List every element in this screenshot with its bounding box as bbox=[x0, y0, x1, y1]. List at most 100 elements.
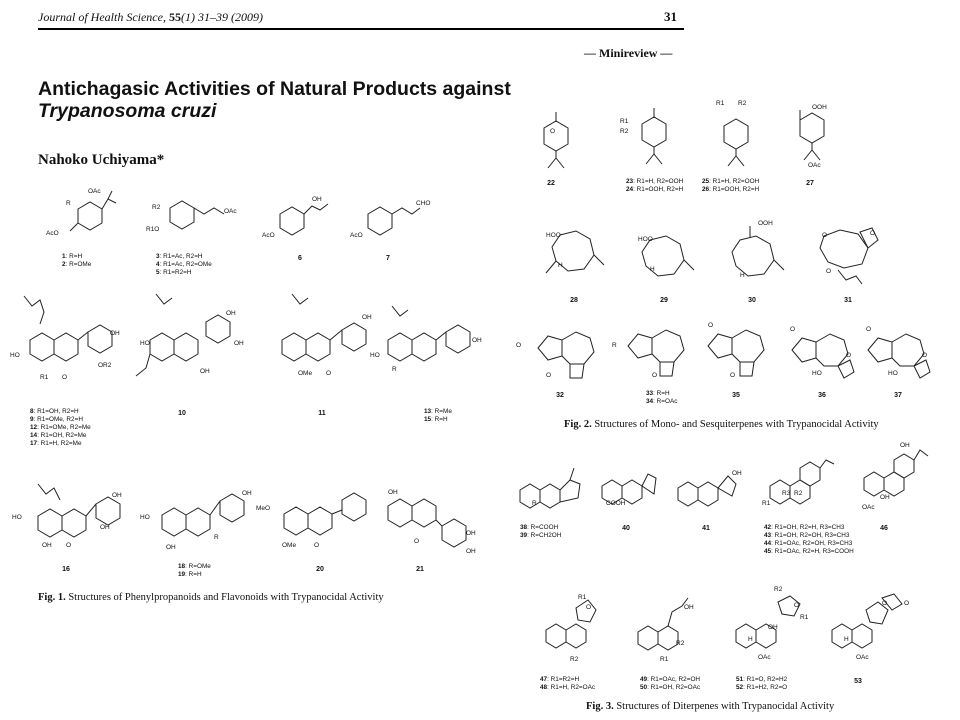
atom-aco-7: AcO bbox=[350, 232, 363, 239]
article-title: Antichagasic Activities of Natural Produ… bbox=[38, 78, 511, 122]
atom-o-31b: O bbox=[870, 230, 876, 237]
label-18-19: 18: R=OMe 19: R=H bbox=[178, 563, 211, 578]
figure-2-caption: Fig. 2. Structures of Mono- and Sesquite… bbox=[564, 419, 879, 430]
label-30: 30 bbox=[748, 297, 756, 304]
structure-53 bbox=[831, 593, 903, 649]
atom-cooh-40: COOH bbox=[606, 500, 626, 507]
figure-1-caption: Fig. 1. Structures of Phenylpropanoids a… bbox=[38, 592, 384, 603]
label-33-34: 33: R=H 34: R=OAc bbox=[646, 390, 678, 405]
structure-22 bbox=[543, 112, 569, 169]
atom-ome-11: OMe bbox=[298, 370, 313, 377]
label-13-15: 13: R=Me 15: R=H bbox=[424, 408, 452, 423]
figure-1-caption-text: Structures of Phenylpropanoids and Flavo… bbox=[68, 592, 384, 603]
atom-h-53: H bbox=[844, 636, 849, 643]
atom-oh-18b: OH bbox=[166, 544, 176, 551]
atom-r1-42: R1 bbox=[762, 500, 771, 507]
journal-volume: 55 bbox=[168, 10, 181, 24]
atom-meo-20: MeO bbox=[256, 505, 271, 512]
structure-49 bbox=[637, 597, 689, 651]
label-22: 22 bbox=[547, 180, 555, 187]
figure-3-caption-text: Structures of Diterpenes with Trypanocid… bbox=[616, 701, 835, 712]
atom-r3-42: R3 bbox=[782, 490, 791, 497]
atom-o-36b: O bbox=[846, 352, 852, 359]
figure-1-label: Fig. 1. bbox=[38, 592, 66, 603]
structure-35 bbox=[707, 329, 765, 377]
atom-o-33: O bbox=[652, 372, 658, 379]
atom-o-36a: O bbox=[790, 326, 796, 333]
atom-oh-16b: OH bbox=[100, 524, 110, 531]
label-42-45: 42: R1=OH, R2=H, R3=CH3 43: R1=OH, R2=OH… bbox=[764, 524, 854, 555]
label-21: 21 bbox=[416, 566, 424, 573]
atom-ho-18: HO bbox=[140, 514, 150, 521]
label-51-52: 51: R1=O, R2=H2 52: R1=H2, R2=O bbox=[736, 676, 788, 691]
structure-16 bbox=[37, 483, 121, 538]
figure-2-label: Fig. 2. bbox=[564, 419, 592, 430]
atom-oh-21: OH bbox=[388, 489, 398, 496]
label-8-17: 8: R1=OH, R2=H 9: R1=OMe, R2=H 12: R1=OM… bbox=[30, 408, 91, 447]
label-25-26: 25: R1=H, R2=OOH 26: R1=OOH, R2=H bbox=[702, 178, 760, 193]
label-37: 37 bbox=[894, 392, 902, 399]
atom-ho-8: HO bbox=[10, 352, 20, 359]
figure-2-caption-text: Structures of Mono- and Sesquiterpenes w… bbox=[594, 419, 879, 430]
atom-o-20: O bbox=[314, 542, 320, 549]
atom-r1-47: R1 bbox=[578, 594, 587, 601]
label-6: 6 bbox=[298, 255, 302, 262]
atom-oh-49: OH bbox=[684, 604, 694, 611]
atom-r1o: R1O bbox=[146, 226, 160, 233]
atom-r2-49: R2 bbox=[676, 640, 685, 647]
figure-3-caption: Fig. 3. Structures of Diterpenes with Tr… bbox=[586, 701, 834, 712]
structure-33 bbox=[627, 329, 685, 377]
atom-o-51: O bbox=[794, 602, 800, 609]
atom-o-8: O bbox=[62, 374, 68, 381]
structure-23 bbox=[641, 108, 667, 165]
label-47-48: 47: R1=R2=H 48: R1=H, R2=OAc bbox=[540, 676, 596, 691]
atom-r1-8: R1 bbox=[40, 374, 49, 381]
structure-20 bbox=[283, 492, 367, 536]
structure-1 bbox=[69, 190, 117, 232]
atom-o-35a: O bbox=[708, 322, 714, 329]
atom-aco-6: AcO bbox=[262, 232, 275, 239]
atom-ho-10: HO bbox=[140, 340, 150, 347]
atom-o-11: O bbox=[326, 370, 332, 377]
atom-oh-10a: OH bbox=[226, 310, 236, 317]
section-tag: — Minireview — bbox=[584, 46, 673, 60]
atom-o-37b: O bbox=[922, 352, 928, 359]
structure-7 bbox=[367, 206, 421, 236]
atom-cho: CHO bbox=[416, 200, 431, 207]
structure-21 bbox=[387, 498, 467, 548]
structure-31 bbox=[819, 227, 879, 285]
atom-r1-23: R1 bbox=[620, 118, 629, 125]
label-23-24: 23: R1=H, R2=OOH 24: R1=OOH, R2=H bbox=[626, 178, 684, 193]
atom-ho-13: HO bbox=[370, 352, 380, 359]
atom-oh-6: OH bbox=[312, 196, 322, 203]
structure-46 bbox=[863, 449, 929, 497]
structure-30 bbox=[731, 226, 785, 277]
page-number: 31 bbox=[664, 9, 677, 24]
structure-10 bbox=[135, 293, 231, 377]
atom-r1-25: R1 bbox=[716, 100, 725, 107]
atom-hoo-29: HOO bbox=[638, 236, 653, 243]
label-31: 31 bbox=[844, 297, 852, 304]
label-11: 11 bbox=[318, 410, 326, 417]
structure-8 bbox=[23, 295, 113, 362]
atom-ooh-30: OOH bbox=[758, 220, 773, 227]
label-3-5: 3: R1=Ac, R2=H 4: R1=Ac, R2=OMe 5: R1=R2… bbox=[156, 253, 212, 276]
structure-29 bbox=[641, 235, 695, 277]
label-7: 7 bbox=[386, 255, 390, 262]
atom-r2-23: R2 bbox=[620, 128, 629, 135]
structure-25 bbox=[723, 118, 749, 167]
journal-name: Journal of Health Science, bbox=[38, 10, 166, 24]
atom-oac-53: OAc bbox=[856, 654, 869, 661]
label-28: 28 bbox=[570, 297, 578, 304]
label-29: 29 bbox=[660, 297, 668, 304]
journal-issue-pages: (1) 31–39 (2009) bbox=[180, 10, 263, 24]
atom-ho-16: HO bbox=[12, 514, 22, 521]
atom-oac-51: OAc bbox=[758, 654, 771, 661]
structure-38 bbox=[519, 467, 581, 509]
atom-o-16: O bbox=[66, 542, 72, 549]
atom-oh-10c: OH bbox=[200, 368, 210, 375]
atom-oac: OAc bbox=[88, 188, 101, 195]
author-name: Nahoko Uchiyama* bbox=[38, 152, 165, 168]
atom-h-51: H bbox=[748, 636, 753, 643]
atom-o-37a: O bbox=[866, 326, 872, 333]
